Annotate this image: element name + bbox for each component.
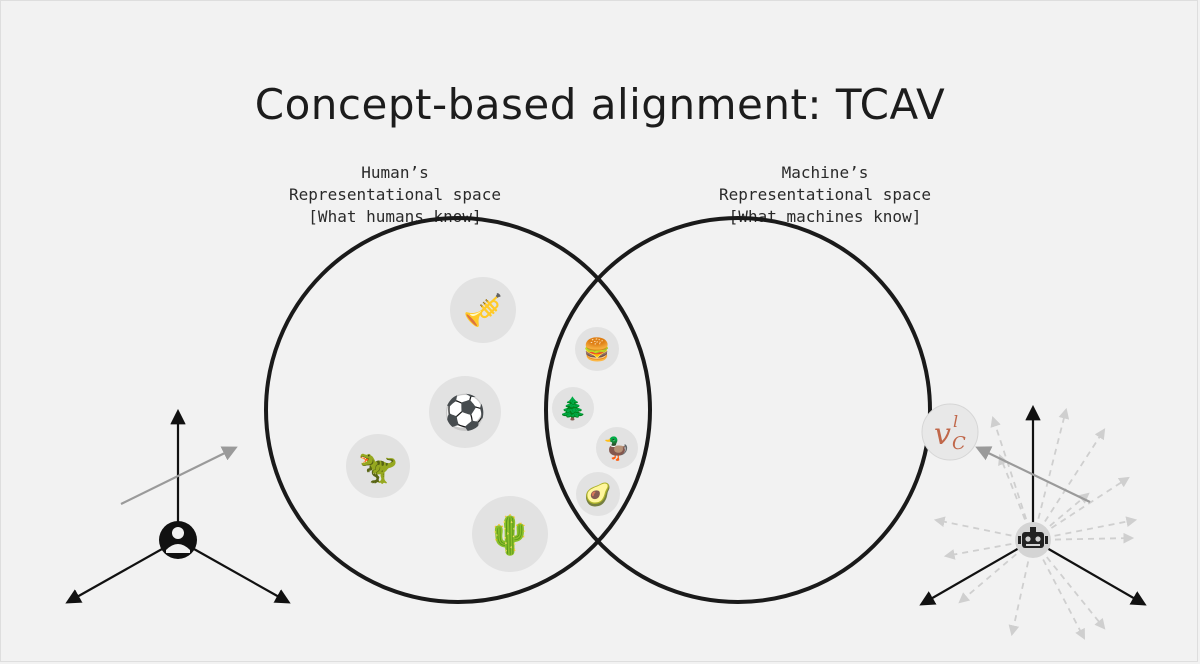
concept-cactus: 🌵 xyxy=(472,496,548,572)
cav-subscript: C xyxy=(952,433,966,454)
human-space-circle xyxy=(264,216,652,604)
machine-space-line-2: Representational space xyxy=(719,185,931,204)
cactus-icon: 🌵 xyxy=(486,513,533,557)
dinosaur-icon: 🦖 xyxy=(358,448,398,486)
robot-icon xyxy=(1015,522,1051,558)
concept-trumpet: 🎺 xyxy=(450,277,516,343)
concept-duck: 🦆 xyxy=(596,427,638,469)
concept-burger: 🍔 xyxy=(575,327,619,371)
human-space-line-3: [What humans know] xyxy=(308,207,482,226)
human-space-line-2: Representational space xyxy=(289,185,501,204)
avocado-icon: 🥑 xyxy=(584,480,611,508)
machine-space-circle xyxy=(544,216,932,604)
human-space-label: Human’s Representational space [What hum… xyxy=(235,162,555,228)
trumpet-icon: 🎺 xyxy=(463,291,503,329)
concept-soccer-ball: ⚽ xyxy=(429,376,501,448)
cav-label: v l C xyxy=(921,403,979,461)
human-space-line-1: Human’s xyxy=(361,163,429,182)
duck-icon: 🦆 xyxy=(603,436,630,462)
concept-avocado: 🥑 xyxy=(576,472,620,516)
soccer-ball-icon: ⚽ xyxy=(442,393,486,433)
burger-icon: 🍔 xyxy=(583,337,610,363)
machine-space-line-1: Machine’s xyxy=(781,163,869,182)
human-axes xyxy=(65,408,291,604)
tree-icon: 🌲 xyxy=(559,396,586,422)
concept-tree: 🌲 xyxy=(552,387,594,429)
machine-axes: v l C xyxy=(919,403,1147,640)
concept-dinosaur: 🦖 xyxy=(346,434,410,498)
cav-v: v xyxy=(934,417,951,452)
person-icon xyxy=(159,521,197,559)
page-title: Concept-based alignment: TCAV xyxy=(254,80,946,129)
cav-superscript: l xyxy=(953,412,958,431)
